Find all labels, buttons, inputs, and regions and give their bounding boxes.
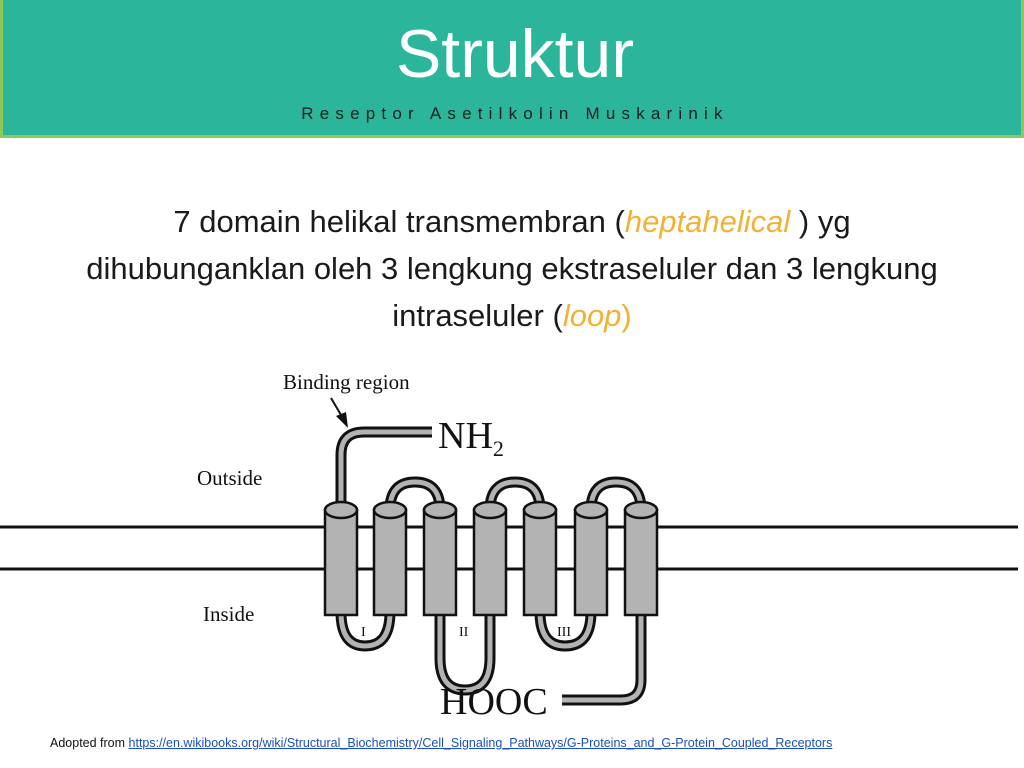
helix-2 — [372, 500, 408, 617]
description-part-1: 7 domain helikal transmembran ( — [173, 204, 625, 239]
description-text: 7 domain helikal transmembran (heptaheli… — [60, 198, 964, 339]
nh2-label: NH2 — [438, 415, 504, 461]
cooh-tail — [562, 612, 647, 706]
binding-arrow — [330, 397, 348, 428]
description-part-2: ) yg dihubunganklan oleh 3 lengkung ekst… — [86, 204, 938, 333]
source-link[interactable]: https://en.wikibooks.org/wiki/Structural… — [128, 736, 833, 750]
outside-label: Outside — [197, 466, 262, 490]
binding-region-label: Binding region — [283, 370, 410, 394]
term-loop: loop — [562, 298, 622, 333]
nh2-text: NH — [438, 415, 493, 457]
nh2-subscript: 2 — [493, 436, 504, 461]
loop-label-3: III — [557, 625, 571, 640]
helix-3 — [422, 500, 458, 617]
hooc-label: HOOC — [440, 681, 548, 723]
helix-5 — [522, 500, 558, 617]
title-banner: Struktur Reseptor Asetilkolin Muskarinik — [0, 0, 1024, 138]
inside-label: Inside — [203, 602, 254, 626]
loop-fills — [338, 429, 644, 703]
loop-label-1: I — [361, 625, 366, 640]
gpcr-diagram: Binding region Outside Inside NH2 HOOC I… — [0, 370, 1018, 723]
slide-title: Struktur — [395, 16, 635, 92]
helix-4 — [472, 500, 508, 617]
source-footer: Adopted from https://en.wikibooks.org/wi… — [50, 736, 832, 750]
helix-6 — [573, 500, 609, 617]
description-part-3: ) — [621, 298, 632, 333]
helix-7 — [623, 500, 659, 617]
slide-subtitle: Reseptor Asetilkolin Muskarinik — [301, 104, 729, 123]
footer-prefix: Adopted from — [50, 736, 129, 750]
term-heptahelical: heptahelical — [624, 204, 791, 239]
highlight-heptahelical: heptahelical — [625, 204, 790, 239]
highlight-loop: loop — [563, 298, 622, 333]
loop-i2 — [434, 612, 496, 696]
loop-label-2: II — [459, 625, 469, 640]
helix-1 — [323, 500, 359, 617]
